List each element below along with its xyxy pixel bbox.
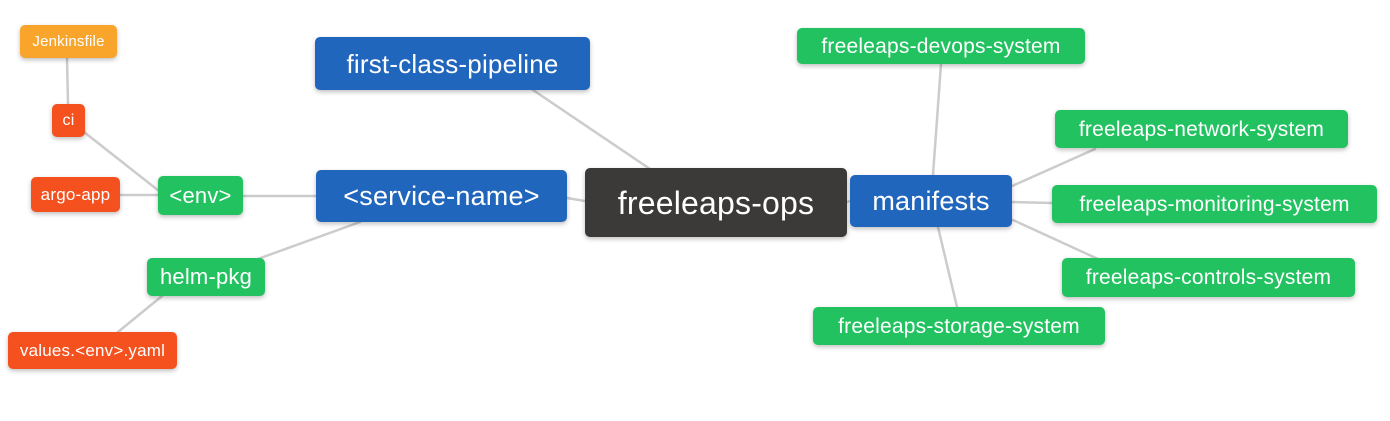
edge-helm-pkg-service-name <box>253 220 362 262</box>
edge-service-name-freeleaps-ops <box>565 196 587 203</box>
node-devops-system[interactable]: freeleaps-devops-system <box>797 28 1085 64</box>
node-controls-system[interactable]: freeleaps-controls-system <box>1062 258 1355 297</box>
node-helm-pkg[interactable]: helm-pkg <box>147 258 265 296</box>
edge-manifests-storage-system <box>936 225 959 309</box>
edge-manifests-monitoring-system <box>1010 200 1054 205</box>
edge-values-env-yaml-helm-pkg <box>116 294 164 334</box>
edge-first-class-pipeline-freeleaps-ops <box>531 88 652 171</box>
node-network-system[interactable]: freeleaps-network-system <box>1055 110 1348 148</box>
node-jenkinsfile[interactable]: Jenkinsfile <box>20 25 117 58</box>
edge-jenkinsfile-ci <box>65 56 70 106</box>
node-argo-app[interactable]: argo-app <box>31 177 120 212</box>
node-storage-system[interactable]: freeleaps-storage-system <box>813 307 1105 345</box>
edge-manifests-network-system <box>1010 147 1097 188</box>
edge-ci-env <box>82 130 161 193</box>
node-values-env-yaml[interactable]: values.<env>.yaml <box>8 332 177 369</box>
node-ci[interactable]: ci <box>52 104 85 137</box>
edge-manifests-controls-system <box>1011 218 1100 261</box>
node-env[interactable]: <env> <box>158 176 243 215</box>
node-monitoring-system[interactable]: freeleaps-monitoring-system <box>1052 185 1377 223</box>
node-manifests[interactable]: manifests <box>850 175 1012 227</box>
node-freeleaps-ops[interactable]: freeleaps-ops <box>585 168 847 237</box>
edge-freeleaps-ops-manifests <box>845 199 852 204</box>
node-first-class-pipeline[interactable]: first-class-pipeline <box>315 37 590 90</box>
node-service-name[interactable]: <service-name> <box>316 170 567 222</box>
edge-manifests-devops-system <box>931 62 943 177</box>
